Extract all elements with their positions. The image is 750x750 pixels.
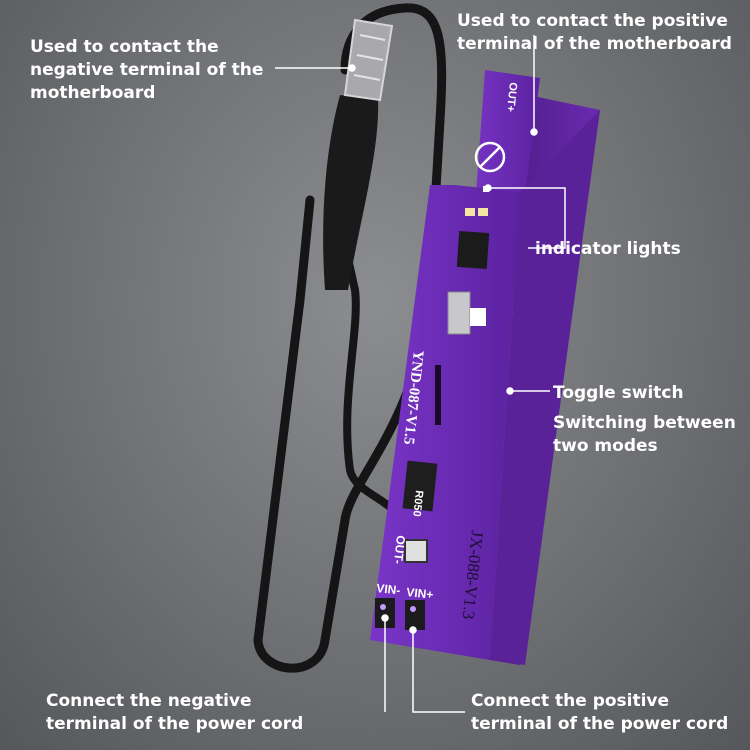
label-negative-motherboard: Used to contact the negative terminal of… [30, 37, 264, 103]
resistor [402, 460, 438, 512]
no-symbol-icon [474, 141, 506, 173]
label-toggle-switch: Toggle switch [553, 383, 684, 403]
label-switching-modes: Switching between two modes [553, 413, 736, 456]
label-indicator-lights: indicator lights [535, 239, 681, 259]
out-minus-text: OUT- [391, 535, 408, 565]
board-right [490, 110, 600, 665]
resistor-text: R050 [410, 490, 425, 517]
out-plus-text: OUT+ [504, 82, 519, 113]
board-slot [435, 365, 441, 425]
out-minus-pad [404, 539, 428, 563]
label-positive-power: Connect the positive terminal of the pow… [471, 691, 729, 734]
vin-plus-text: VIN+ [406, 585, 434, 602]
clip-sleeve [323, 95, 379, 290]
vin-minus-pad [375, 598, 395, 628]
indicator-led-1 [465, 208, 475, 216]
label-positive-motherboard: Used to contact the positive terminal of… [457, 11, 732, 54]
callout-pos-power [412, 630, 465, 713]
indicator-led-2 [478, 208, 488, 216]
label-negative-power: Connect the negative terminal of the pow… [46, 691, 304, 734]
vin-plus-pad [405, 600, 425, 630]
ic-chip [456, 230, 490, 270]
callout-lines [275, 35, 566, 713]
toggle-switch [447, 291, 471, 335]
callout-indicator [488, 187, 566, 249]
vin-minus-text: VIN- [376, 581, 401, 597]
